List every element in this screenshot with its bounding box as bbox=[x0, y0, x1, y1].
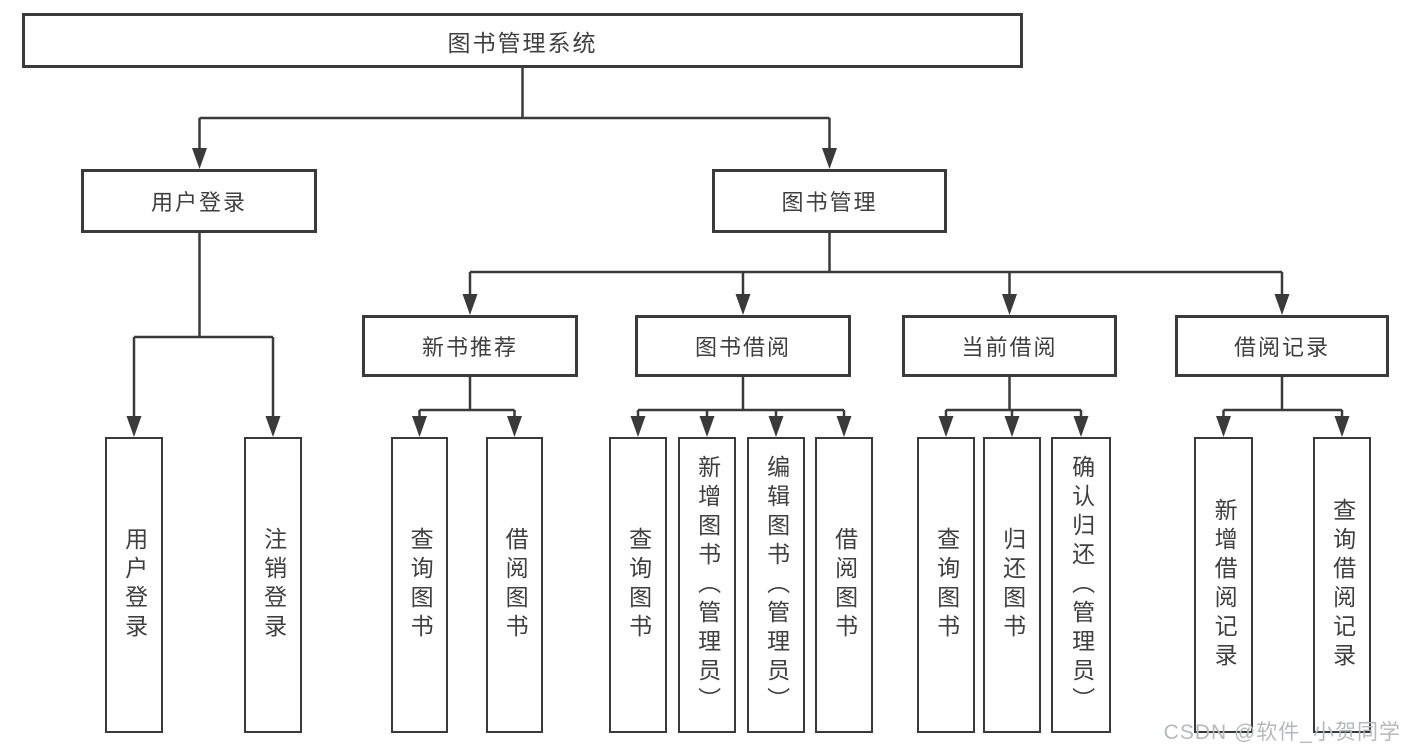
node-label: 确认归还（管理员） bbox=[1068, 454, 1095, 716]
node-user-login: 用户登录 bbox=[81, 169, 317, 233]
node-label: 图书管理系统 bbox=[447, 29, 598, 56]
node-new-book-recommend: 新书推荐 bbox=[362, 315, 578, 377]
leaf-cb-confirm-return-admin: 确认归还（管理员） bbox=[1051, 437, 1111, 733]
node-label: 新增图书（管理员） bbox=[694, 454, 721, 716]
leaf-nb-borrow-books: 借阅图书 bbox=[486, 437, 543, 733]
leaf-br-add-borrow-record: 新增借阅记录 bbox=[1194, 437, 1253, 733]
connector-user-login-split bbox=[132, 233, 275, 419]
node-label: 注销登录 bbox=[260, 527, 287, 643]
node-label: 借阅记录 bbox=[1233, 335, 1330, 360]
leaf-bb-query-books: 查询图书 bbox=[609, 437, 667, 733]
node-label: 用户登录 bbox=[121, 527, 148, 643]
leaf-cb-query-books: 查询图书 bbox=[917, 437, 975, 733]
connector-root-split bbox=[198, 68, 831, 151]
node-label: 归还图书 bbox=[999, 527, 1026, 643]
connector-borrow-records-split bbox=[1222, 377, 1344, 419]
node-label: 查询图书 bbox=[933, 527, 960, 643]
connector-book-borrow-split bbox=[636, 377, 846, 419]
leaf-br-query-borrow-record: 查询借阅记录 bbox=[1313, 437, 1371, 733]
node-book-borrow: 图书借阅 bbox=[635, 315, 851, 377]
connector-current-borrow-split bbox=[944, 377, 1083, 419]
node-label: 图书借阅 bbox=[694, 335, 791, 360]
node-label: 查询图书 bbox=[407, 527, 434, 643]
node-label: 借阅图书 bbox=[831, 527, 858, 643]
leaf-bb-add-books-admin: 新增图书（管理员） bbox=[678, 437, 736, 733]
node-label: 编辑图书（管理员） bbox=[763, 454, 790, 716]
connector-book-mgmt-split bbox=[468, 233, 1284, 297]
node-label: 图书管理 bbox=[781, 190, 878, 215]
node-label: 用户登录 bbox=[150, 190, 247, 215]
node-borrow-records: 借阅记录 bbox=[1175, 315, 1389, 377]
node-root-system: 图书管理系统 bbox=[22, 13, 1023, 68]
leaf-user-login: 用户登录 bbox=[105, 437, 163, 733]
leaf-logout-login: 注销登录 bbox=[244, 437, 302, 733]
leaf-bb-edit-books-admin: 编辑图书（管理员） bbox=[747, 437, 805, 733]
leaf-nb-query-books: 查询图书 bbox=[391, 437, 448, 733]
node-current-borrow: 当前借阅 bbox=[902, 315, 1117, 377]
node-label: 查询图书 bbox=[625, 527, 652, 643]
node-book-management: 图书管理 bbox=[712, 169, 947, 233]
node-label: 当前借阅 bbox=[961, 335, 1058, 360]
node-label: 查询借阅记录 bbox=[1329, 498, 1356, 672]
leaf-bb-borrow-books: 借阅图书 bbox=[815, 437, 873, 733]
node-label: 借阅图书 bbox=[502, 527, 529, 643]
csdn-watermark: CSDN @软件_小贺同学 bbox=[1163, 721, 1401, 744]
node-label: 新书推荐 bbox=[421, 335, 518, 360]
connector-new-book-split bbox=[418, 377, 516, 419]
node-label: 新增借阅记录 bbox=[1211, 498, 1238, 672]
leaf-cb-return-books: 归还图书 bbox=[983, 437, 1041, 733]
